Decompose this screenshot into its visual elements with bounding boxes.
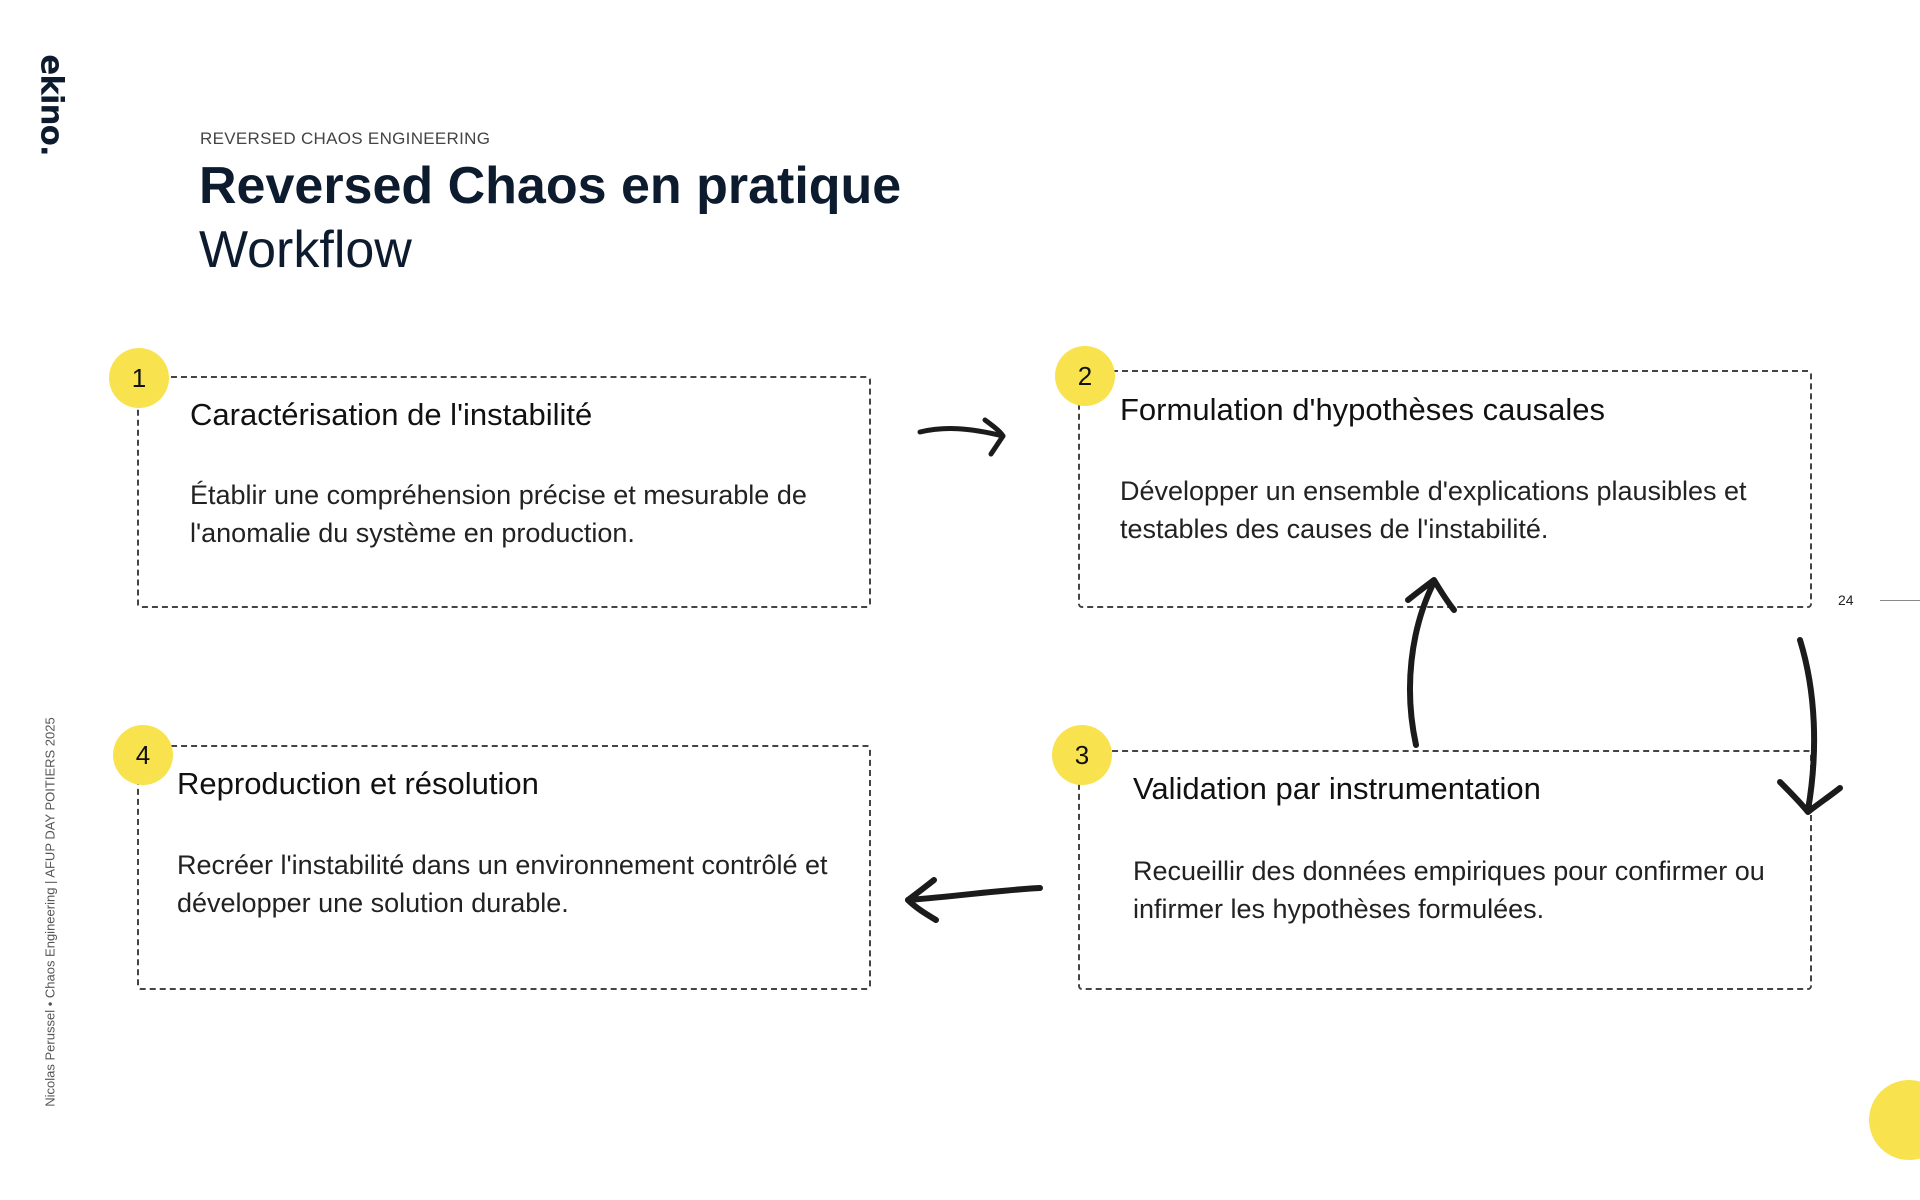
- ekino-logo: ekino.: [20, 50, 84, 160]
- step-card-2: [1078, 370, 1812, 608]
- arrow-down-icon: [1777, 637, 1843, 815]
- step-description-3: Recueillir des données empiriques pour c…: [1133, 856, 1765, 924]
- step-card-3: [1078, 750, 1812, 990]
- step-description-4: Recréer l'instabilité dans un environnem…: [177, 850, 828, 918]
- arrow-left-icon: [905, 877, 1043, 923]
- step-badge-4: 4: [113, 725, 173, 785]
- step-description-1: Établir une compréhension précise et mes…: [190, 480, 807, 548]
- step-card-1: [137, 376, 871, 608]
- step-title-1: Caractérisation de l'instabilité: [190, 397, 593, 432]
- slide-subtitle: Workflow: [199, 221, 412, 279]
- step-badge-1: 1: [109, 348, 169, 408]
- slide-title: Reversed Chaos en pratique: [199, 157, 902, 215]
- corner-accent-dot: [1869, 1080, 1920, 1160]
- page-number: 24: [1838, 592, 1854, 608]
- arrow-right-icon: [917, 417, 1006, 457]
- step-description-2: Développer un ensemble d'explications pl…: [1120, 476, 1747, 544]
- logo-text: ekino.: [34, 54, 71, 156]
- section-kicker: REVERSED CHAOS ENGINEERING: [200, 129, 491, 148]
- arrow-up-icon: [1405, 577, 1457, 748]
- step-title-2: Formulation d'hypothèses causales: [1120, 392, 1605, 427]
- step-title-4: Reproduction et résolution: [177, 766, 539, 801]
- step-title-3: Validation par instrumentation: [1133, 771, 1541, 806]
- step-badge-2: 2: [1055, 346, 1115, 406]
- footer-text: Nicolas Perussel • Chaos Engineering | A…: [42, 717, 58, 1107]
- step-card-4: [137, 745, 871, 990]
- step-badge-3: 3: [1052, 725, 1112, 785]
- page-number-divider: [1880, 600, 1920, 601]
